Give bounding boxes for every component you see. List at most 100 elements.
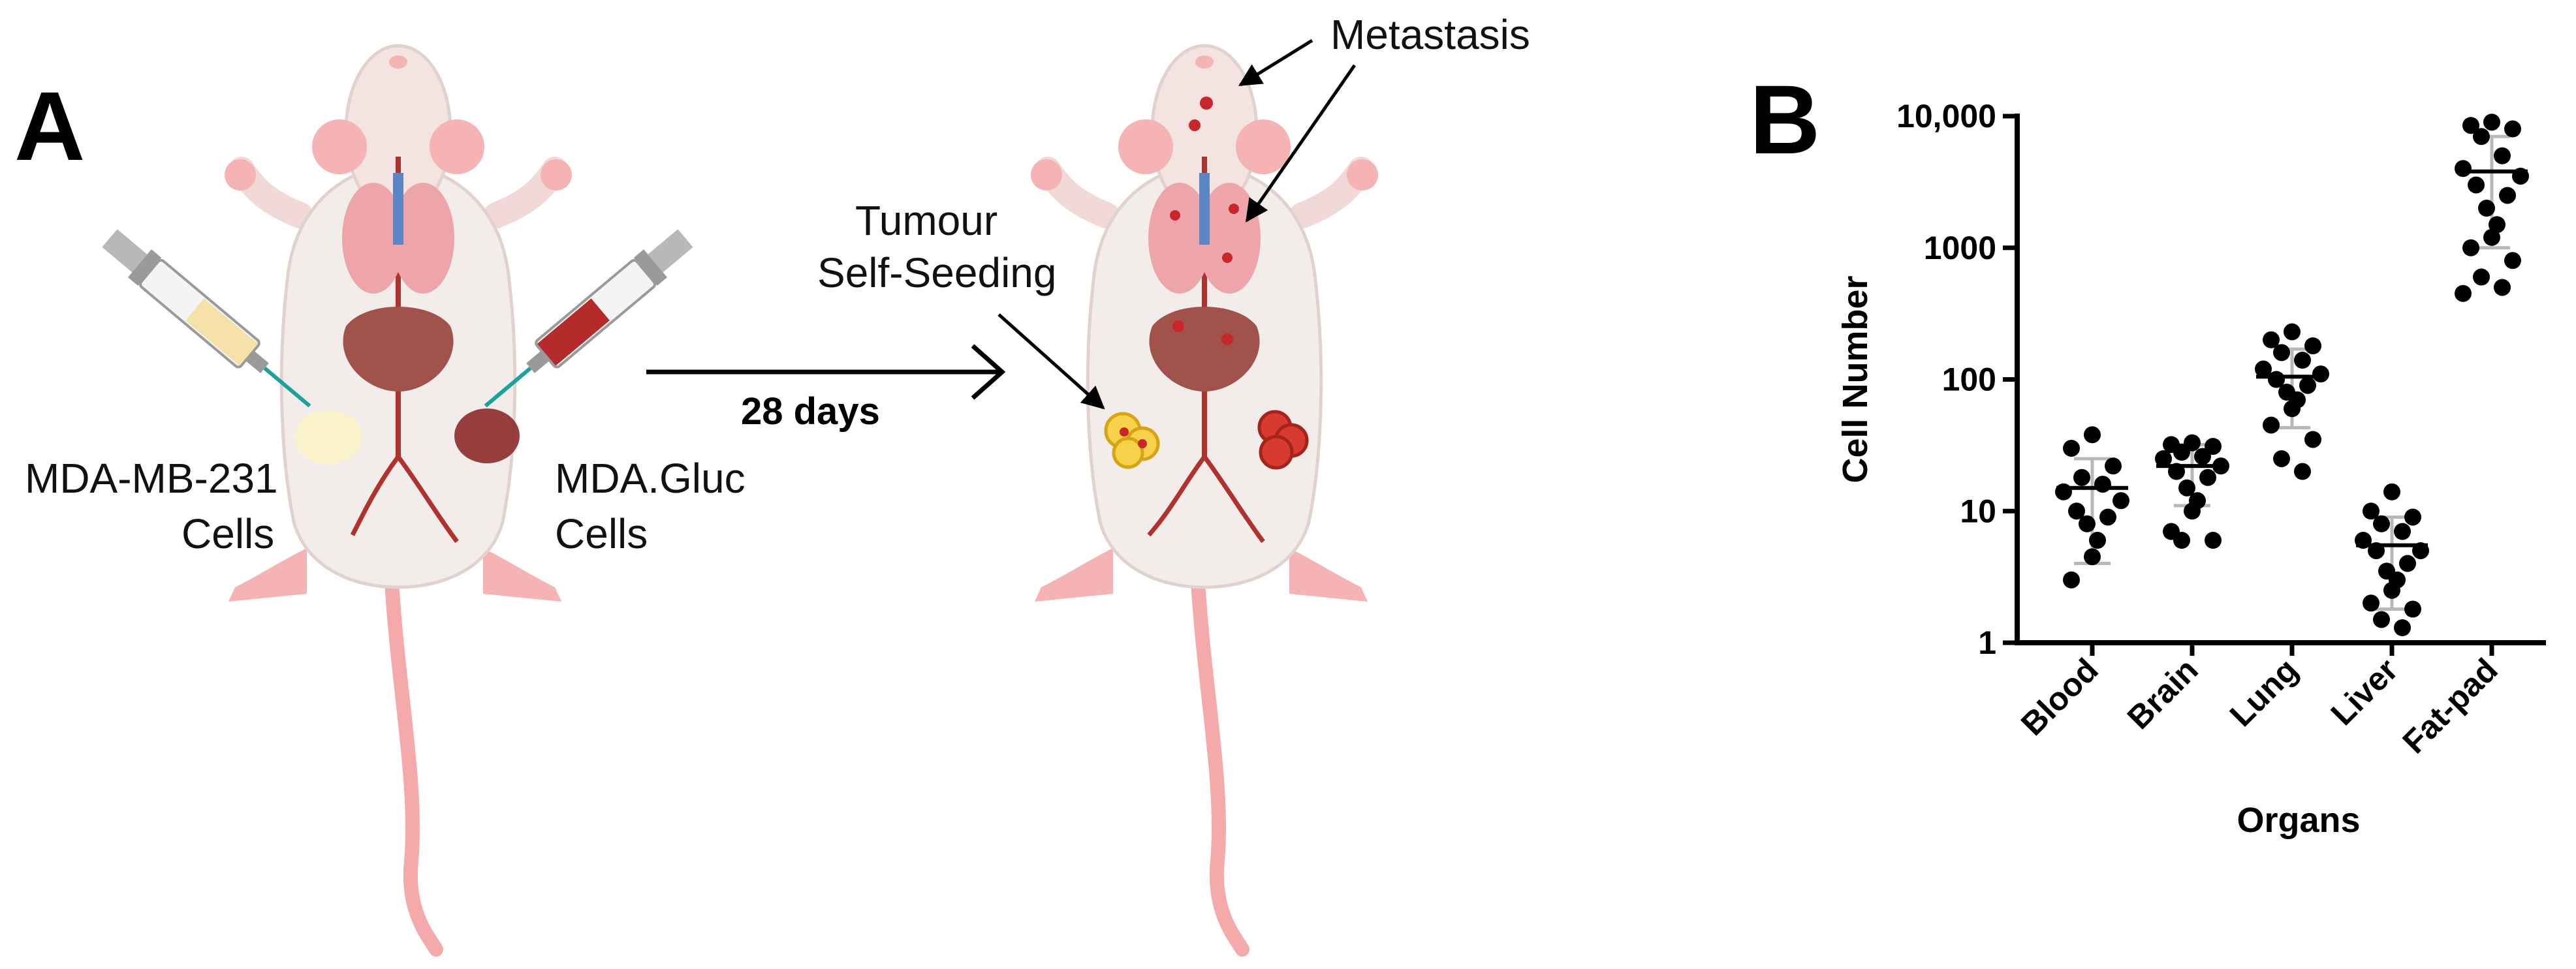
- y-axis-ticks: 1 10 100 1000 10,000: [1896, 98, 2017, 661]
- y-axis-title: Cell Number: [1836, 275, 1875, 483]
- data-point: [2299, 377, 2316, 394]
- data-point: [2084, 426, 2101, 444]
- panel-a: A: [14, 11, 1530, 957]
- panel-b-letter: B: [1750, 65, 1820, 174]
- x-tick-label: Liver: [2324, 651, 2405, 732]
- label-self-seeding: Self-Seeding: [817, 249, 1056, 296]
- y-tick-label: 1000: [1924, 230, 1996, 266]
- data-point: [2383, 581, 2400, 599]
- data-point: [2063, 439, 2080, 457]
- data-point: [2363, 502, 2380, 520]
- data-point: [2063, 571, 2080, 589]
- data-point: [2094, 476, 2111, 493]
- data-point: [2312, 365, 2329, 383]
- data-point: [2455, 285, 2472, 302]
- data-point: [2373, 611, 2390, 628]
- data-point: [2205, 438, 2222, 455]
- data-point: [2399, 555, 2416, 572]
- data-point: [2089, 532, 2106, 549]
- data-point: [2284, 400, 2301, 418]
- data-point: [2468, 176, 2485, 194]
- data-point: [2494, 279, 2511, 296]
- median-lines: [2056, 169, 2528, 547]
- syringe-red-icon: [484, 229, 693, 408]
- data-point: [2483, 228, 2500, 246]
- data-point: [2273, 344, 2290, 361]
- data-point: [2394, 619, 2411, 637]
- label-mda-gluc-cells: Cells: [555, 510, 648, 557]
- data-point: [2255, 360, 2272, 378]
- data-points: [2055, 114, 2529, 637]
- data-point: [2455, 160, 2472, 177]
- data-point: [2462, 117, 2479, 134]
- data-point: [2263, 331, 2280, 348]
- mouse-illustration-after: [1031, 44, 1378, 957]
- y-tick-label: 100: [1942, 361, 1996, 398]
- panel-a-letter: A: [14, 71, 85, 181]
- data-point: [2079, 515, 2096, 532]
- data-point: [2084, 548, 2101, 566]
- data-point: [2263, 416, 2280, 434]
- data-point: [2473, 128, 2490, 146]
- data-point: [2373, 515, 2390, 532]
- data-point: [2489, 216, 2505, 234]
- data-point: [2099, 508, 2116, 526]
- data-point: [2394, 523, 2411, 540]
- data-point: [2404, 600, 2421, 618]
- data-point: [2383, 483, 2400, 500]
- data-point: [2504, 252, 2521, 269]
- label-tumour: Tumour: [855, 197, 997, 244]
- data-point: [2363, 594, 2380, 612]
- x-tick-label: Blood: [2014, 651, 2105, 743]
- data-point: [2304, 337, 2321, 354]
- x-tick-label: Fat-pad: [2396, 651, 2505, 760]
- label-mda-gluc: MDA.Gluc: [555, 455, 746, 502]
- data-point: [2178, 479, 2195, 497]
- data-point: [2462, 239, 2479, 256]
- mouse-illustration-before: [102, 44, 693, 957]
- data-point: [2184, 502, 2201, 520]
- syringe-yellow-icon: [102, 229, 311, 408]
- y-tick-label: 10: [1960, 493, 1996, 529]
- self-seeding-arrow: [997, 313, 1105, 410]
- time-arrow-head-icon: [971, 344, 1006, 400]
- label-mda-mb-231: MDA-MB-231: [25, 455, 278, 502]
- x-tick-label: Lung: [2223, 651, 2305, 733]
- data-point: [2073, 469, 2090, 486]
- data-point: [2155, 450, 2172, 467]
- data-point: [2404, 508, 2421, 526]
- y-tick-label: 10,000: [1896, 98, 1996, 134]
- data-point: [2304, 431, 2321, 448]
- data-point: [2199, 469, 2216, 486]
- data-point: [2068, 502, 2085, 520]
- x-axis-title: Organs: [2237, 801, 2360, 840]
- data-point: [2273, 450, 2290, 467]
- tumour-red-icon: [1257, 410, 1309, 470]
- data-point: [2294, 352, 2311, 369]
- data-point: [2483, 114, 2500, 131]
- x-tick-label: Brain: [2120, 651, 2205, 736]
- label-mda-mb-231-cells: Cells: [181, 510, 274, 557]
- y-tick-label: 1: [1978, 624, 1996, 661]
- data-point: [2478, 200, 2495, 217]
- data-point: [2173, 532, 2190, 549]
- tumour-yellow-icon: [1104, 412, 1160, 469]
- data-point: [2473, 268, 2490, 286]
- label-metastasis: Metastasis: [1330, 11, 1530, 58]
- data-point: [2284, 323, 2301, 341]
- metastasis-arrow-lung: [1245, 64, 1357, 223]
- data-point: [2113, 492, 2129, 510]
- data-point: [2055, 483, 2072, 500]
- data-point: [2205, 532, 2222, 549]
- time-arrow-label: 28 days: [741, 390, 880, 433]
- data-point: [2494, 147, 2511, 164]
- data-point: [2504, 120, 2521, 138]
- metastasis-arrow-head: [1238, 38, 1313, 87]
- error-bars: [2074, 134, 2510, 611]
- data-point: [2499, 187, 2516, 204]
- data-point: [2194, 448, 2211, 465]
- data-point: [2173, 444, 2190, 461]
